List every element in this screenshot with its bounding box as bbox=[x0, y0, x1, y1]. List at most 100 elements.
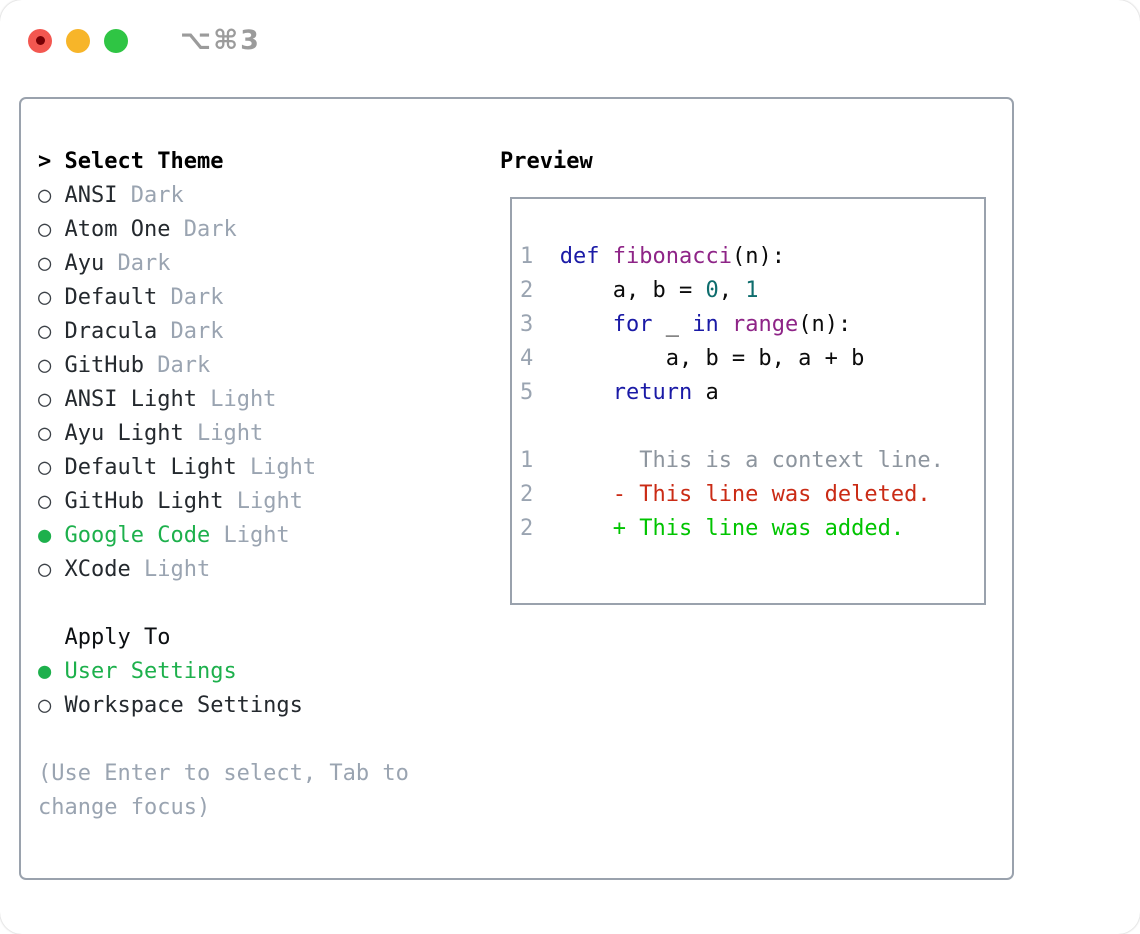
apply-to-list: ● User Settings○ Workspace Settings bbox=[38, 655, 500, 723]
line-number: 2 bbox=[520, 278, 534, 303]
apply-option-label: Workspace Settings bbox=[64, 693, 303, 718]
code-token-fn: fibonacci bbox=[612, 244, 732, 269]
apply-option-label: User Settings bbox=[64, 659, 237, 684]
theme-variant-label: Dark bbox=[170, 285, 224, 310]
line-number: 2 bbox=[520, 482, 534, 507]
theme-option-ayu-dark[interactable]: ○ Ayu Dark bbox=[38, 247, 500, 281]
window-title: ⌥⌘3 bbox=[180, 25, 261, 56]
code-token-plain: a, b = bbox=[559, 278, 706, 303]
radio-unselected-icon: ○ bbox=[38, 387, 52, 412]
theme-variant-label: Light bbox=[196, 421, 264, 446]
line-number: 1 bbox=[520, 448, 534, 473]
line-number: 1 bbox=[520, 244, 534, 269]
close-button[interactable] bbox=[28, 28, 52, 53]
theme-option-default-dark[interactable]: ○ Default Dark bbox=[38, 281, 500, 315]
line-number: 2 bbox=[520, 516, 534, 541]
code-token-fn: range bbox=[731, 312, 799, 337]
code-token-del: - This line was deleted. bbox=[559, 482, 931, 507]
radio-selected-icon: ● bbox=[38, 659, 52, 684]
code-token-num: 0 bbox=[705, 278, 719, 303]
theme-name: GitHub Light bbox=[64, 489, 224, 514]
theme-name: Default Light bbox=[64, 455, 237, 480]
code-token-plain: , bbox=[718, 278, 746, 303]
theme-name: Default bbox=[64, 285, 158, 310]
minimize-button[interactable] bbox=[66, 28, 90, 53]
theme-option-github-dark[interactable]: ○ GitHub Dark bbox=[38, 349, 500, 383]
theme-option-google-code-light[interactable]: ● Google Code Light bbox=[38, 519, 500, 553]
code-token-kw: in bbox=[692, 312, 719, 337]
theme-name: Ayu bbox=[64, 251, 105, 276]
theme-variant-label: Light bbox=[143, 557, 211, 582]
apply-option-user-settings[interactable]: ● User Settings bbox=[38, 655, 500, 689]
close-dot-icon bbox=[35, 36, 45, 45]
theme-name: Ayu Light bbox=[64, 421, 184, 446]
apply-to-header: Apply To bbox=[64, 625, 171, 650]
line-number: 4 bbox=[520, 346, 534, 371]
theme-option-ansi-light-light[interactable]: ○ ANSI Light Light bbox=[38, 383, 500, 417]
radio-unselected-icon: ○ bbox=[38, 285, 52, 310]
theme-name: GitHub bbox=[64, 353, 144, 378]
theme-variant-label: Dark bbox=[170, 319, 224, 344]
theme-option-ansi-dark[interactable]: ○ ANSI Dark bbox=[38, 179, 500, 213]
code-token-kw: for bbox=[612, 312, 653, 337]
code-token-plain bbox=[719, 312, 732, 337]
focus-arrow-icon: > bbox=[38, 149, 52, 174]
code-token-plain: (n): bbox=[731, 244, 785, 269]
theme-selector-pane: > Select Theme ○ ANSI Dark○ Atom One Dar… bbox=[38, 145, 500, 825]
apply-option-workspace-settings[interactable]: ○ Workspace Settings bbox=[38, 689, 500, 723]
titlebar: ⌥⌘3 bbox=[28, 25, 261, 56]
theme-variant-label: Light bbox=[210, 387, 277, 412]
theme-variant-label: Dark bbox=[117, 251, 171, 276]
theme-option-default-light-light[interactable]: ○ Default Light Light bbox=[38, 451, 500, 485]
theme-option-dracula-dark[interactable]: ○ Dracula Dark bbox=[38, 315, 500, 349]
code-token-kw: def bbox=[559, 244, 600, 269]
theme-option-ayu-light-light[interactable]: ○ Ayu Light Light bbox=[38, 417, 500, 451]
preview-box: 1 def fibonacci(n): 2 a, b = 0, 1 3 for … bbox=[510, 197, 986, 605]
theme-option-github-light-light[interactable]: ○ GitHub Light Light bbox=[38, 485, 500, 519]
theme-variant-label: Light bbox=[223, 523, 290, 548]
theme-variant-label: Dark bbox=[130, 183, 184, 208]
theme-option-atom-one-dark[interactable]: ○ Atom One Dark bbox=[38, 213, 500, 247]
code-token-plain bbox=[600, 244, 613, 269]
preview-pane: Preview 1 def fibonacci(n): 2 a, b = 0, … bbox=[500, 145, 986, 605]
help-text: (Use Enter to select, Tab to change focu… bbox=[38, 761, 409, 820]
zoom-button[interactable] bbox=[104, 28, 128, 53]
preview-header: Preview bbox=[500, 149, 593, 174]
code-token-num: 1 bbox=[745, 278, 759, 303]
select-theme-title: Select Theme bbox=[64, 149, 224, 174]
theme-name: ANSI Light bbox=[64, 387, 197, 412]
code-token-plain bbox=[560, 380, 613, 405]
theme-list: ○ ANSI Dark○ Atom One Dark○ Ayu Dark○ De… bbox=[38, 179, 500, 587]
theme-name: XCode bbox=[64, 557, 131, 582]
line-number: 3 bbox=[520, 312, 534, 337]
radio-unselected-icon: ○ bbox=[38, 489, 52, 514]
radio-selected-icon: ● bbox=[38, 523, 52, 548]
theme-name: Google Code bbox=[64, 523, 211, 548]
code-token-add: + This line was added. bbox=[559, 516, 905, 541]
code-token-ctx: This is a context line. bbox=[559, 448, 944, 473]
radio-unselected-icon: ○ bbox=[38, 455, 52, 480]
theme-variant-label: Dark bbox=[183, 217, 237, 242]
theme-variant-label: Light bbox=[249, 455, 317, 480]
radio-unselected-icon: ○ bbox=[38, 319, 52, 344]
theme-dialog: > Select Theme ○ ANSI Dark○ Atom One Dar… bbox=[19, 97, 1014, 880]
theme-option-xcode-light[interactable]: ○ XCode Light bbox=[38, 553, 500, 587]
code-token-plain bbox=[560, 312, 613, 337]
theme-name: Dracula bbox=[64, 319, 158, 344]
radio-unselected-icon: ○ bbox=[38, 557, 52, 582]
line-number: 5 bbox=[520, 380, 534, 405]
radio-unselected-icon: ○ bbox=[38, 251, 52, 276]
code-token-plain: a bbox=[692, 380, 719, 405]
code-token-plain: (n): bbox=[798, 312, 852, 337]
theme-name: ANSI bbox=[64, 183, 118, 208]
code-token-plain: a, b = b, a + b bbox=[559, 346, 865, 371]
radio-unselected-icon: ○ bbox=[38, 183, 52, 208]
code-token-plain: _ bbox=[652, 312, 693, 337]
theme-variant-label: Light bbox=[236, 489, 303, 514]
theme-variant-label: Dark bbox=[157, 353, 211, 378]
select-theme-header: > Select Theme bbox=[38, 145, 500, 179]
radio-unselected-icon: ○ bbox=[38, 421, 52, 446]
code-preview: 1 def fibonacci(n): 2 a, b = 0, 1 3 for … bbox=[512, 199, 984, 546]
radio-unselected-icon: ○ bbox=[38, 353, 52, 378]
